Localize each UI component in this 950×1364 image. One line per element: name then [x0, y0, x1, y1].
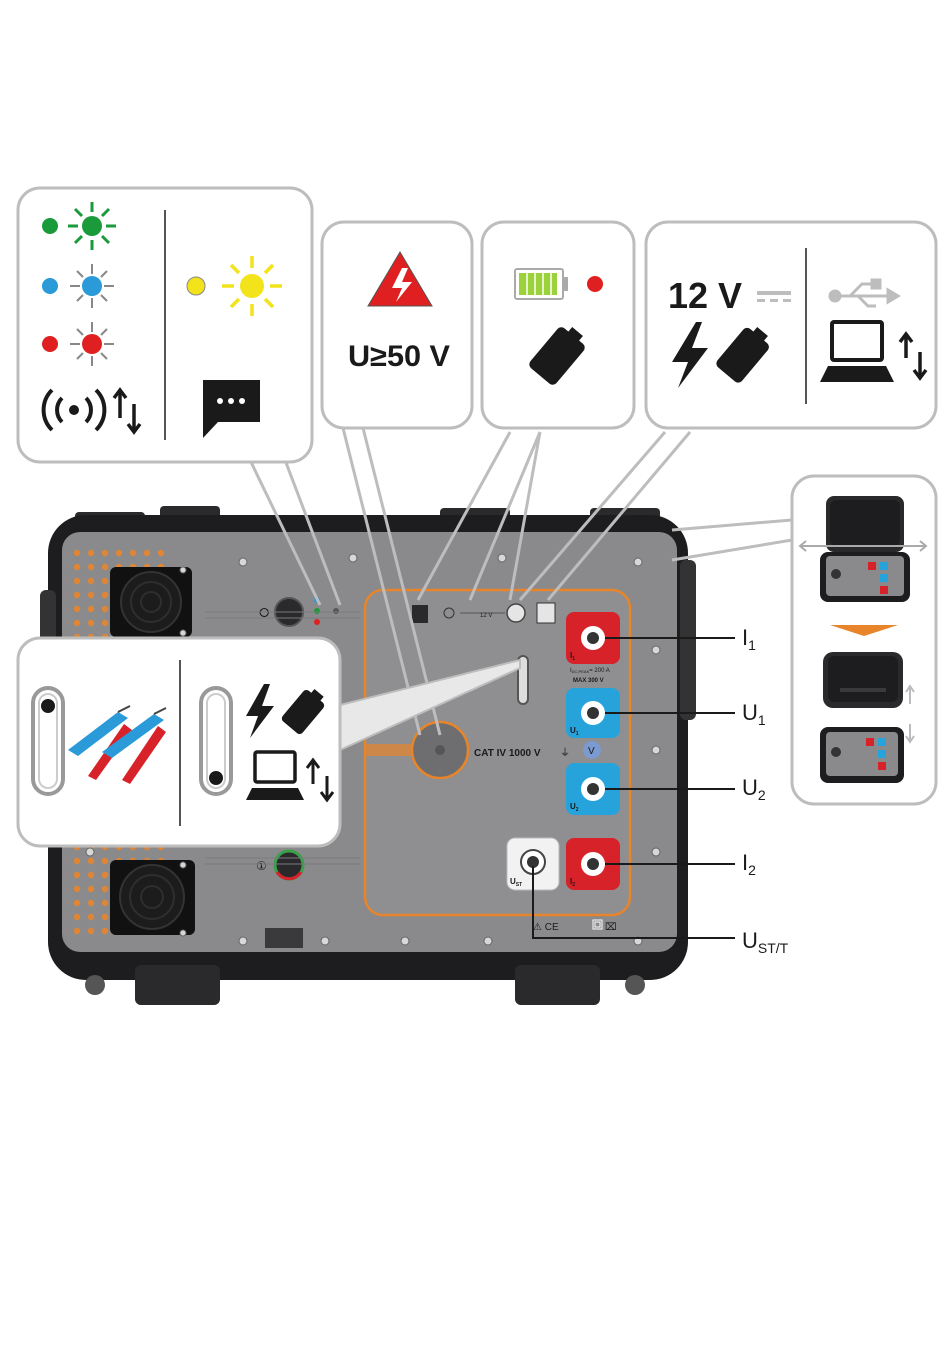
- dc-port-label: 12 V: [480, 613, 492, 619]
- fan-icon: [110, 567, 192, 637]
- svg-text:IDC,PEAK= 200 A: IDC,PEAK= 200 A: [570, 668, 610, 674]
- fan-icon: [110, 860, 195, 935]
- callout-battery: [482, 222, 634, 428]
- label-u1: U1: [742, 700, 766, 728]
- slider-down-icon: [201, 688, 231, 794]
- battery-led: [587, 276, 603, 292]
- usb-socket[interactable]: [537, 603, 555, 623]
- dc-supply-text: 12 V: [668, 275, 742, 316]
- callout-high-voltage: U≥50 V: [322, 222, 472, 428]
- svg-text:⌧: ⌧: [605, 922, 617, 933]
- compliance-marks: ⚠ CE: [533, 922, 559, 933]
- status-led-yellow: [333, 608, 339, 614]
- lid-image: [823, 652, 903, 708]
- callout-led-indicators: [18, 188, 312, 462]
- power-switch[interactable]: [275, 851, 303, 879]
- callout-lid-removal: [792, 476, 936, 804]
- case-without-lid-image: [820, 727, 904, 783]
- label-u2: U2: [742, 775, 766, 803]
- label-plate: [265, 928, 303, 948]
- status-led-green: [314, 608, 320, 614]
- svg-text:①: ①: [256, 859, 267, 873]
- callout-slider-modes: [18, 638, 340, 846]
- label-i1: I1: [742, 625, 756, 653]
- battery-level-icon: [515, 269, 568, 299]
- case-foot: [135, 965, 220, 1005]
- callout-power-usb: 12 V: [646, 222, 936, 428]
- status-port: [412, 605, 428, 623]
- label-i2: I2: [742, 850, 756, 878]
- slider-up-icon: [33, 688, 63, 794]
- status-led-red: [314, 619, 320, 625]
- max-voltage-label: MAX 300 V: [573, 678, 604, 684]
- open-case-image: [820, 496, 910, 602]
- dc-socket[interactable]: [507, 604, 525, 622]
- voltage-threshold-text: U≥50 V: [348, 340, 450, 373]
- category-label: CAT IV 1000 V: [474, 748, 541, 759]
- label-ust: UST/T: [742, 928, 789, 956]
- svg-text:⏚: ⏚: [560, 747, 570, 759]
- case-foot: [515, 965, 600, 1005]
- svg-text:V: V: [588, 746, 595, 757]
